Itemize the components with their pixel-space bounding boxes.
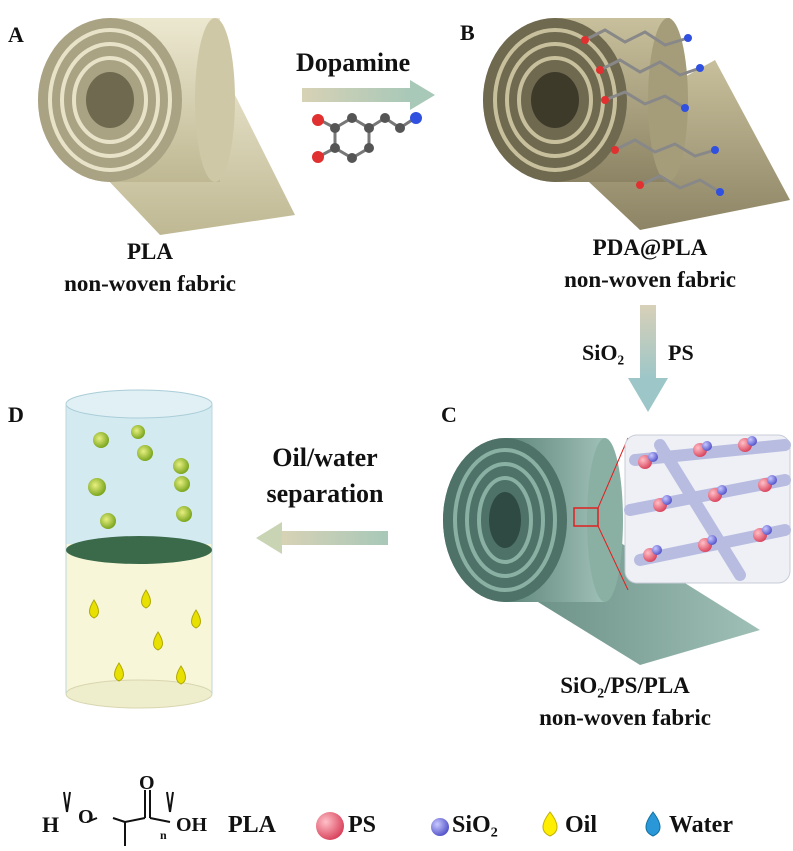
down-arrow: [628, 305, 668, 412]
formula-n: n: [160, 828, 167, 842]
pla-structure: [63, 790, 174, 846]
oil-drops: [89, 589, 201, 685]
separation-label-line2: separation: [266, 479, 384, 508]
legend-water: Water: [669, 812, 733, 838]
caption-a-line2: non-woven fabric: [64, 271, 236, 296]
separation-arrow: [256, 522, 388, 554]
formula-o: O: [78, 806, 94, 828]
legend-pla: PLA: [228, 812, 276, 838]
caption-b-line1: PDA@PLA: [592, 235, 708, 260]
roll-b: [483, 18, 790, 230]
formula-oh: OH: [176, 814, 208, 836]
caption-b: PDA@PLA non-woven fabric: [520, 232, 780, 296]
panel-label-a: A: [8, 22, 24, 47]
sio2-legend-icon: [431, 818, 449, 836]
caption-b-line2: non-woven fabric: [564, 267, 736, 292]
dopamine-molecule: [312, 112, 422, 163]
legend-oil: Oil: [565, 812, 598, 838]
sio2-label: SiO₂: [582, 340, 625, 365]
legend-sio2: SiO₂: [452, 812, 498, 838]
ps-label: PS: [668, 340, 694, 365]
fabric-membrane: [66, 536, 212, 564]
separation-cylinder: [65, 389, 213, 709]
panel-label-d: D: [8, 402, 24, 427]
roll-a: [38, 18, 295, 235]
caption-a: PLA non-woven fabric: [20, 236, 280, 300]
ps-legend-icon: [316, 812, 344, 840]
caption-c-line1: SiO₂/PS/PLA: [560, 673, 690, 698]
panel-label-b: B: [460, 20, 475, 45]
caption-c-line2: non-woven fabric: [539, 705, 711, 730]
legend-ps: PS: [348, 812, 377, 838]
ps-sio2-particles: [638, 436, 777, 562]
water-legend-icon: [645, 811, 661, 837]
panel-label-c: C: [441, 402, 457, 427]
separation-label: Oil/water separation: [240, 440, 410, 512]
dopamine-label: Dopamine: [296, 48, 411, 77]
caption-c: SiO₂/PS/PLA non-woven fabric: [495, 670, 755, 734]
separation-label-line1: Oil/water: [272, 443, 378, 472]
formula-carbonyl-o: O: [139, 772, 155, 794]
dopamine-arrow: [302, 80, 435, 110]
formula-h: H: [42, 812, 60, 837]
roll-c: [443, 437, 760, 665]
oil-legend-icon: [542, 811, 558, 837]
caption-a-line1: PLA: [127, 239, 173, 264]
zoom-inset: [624, 434, 791, 584]
